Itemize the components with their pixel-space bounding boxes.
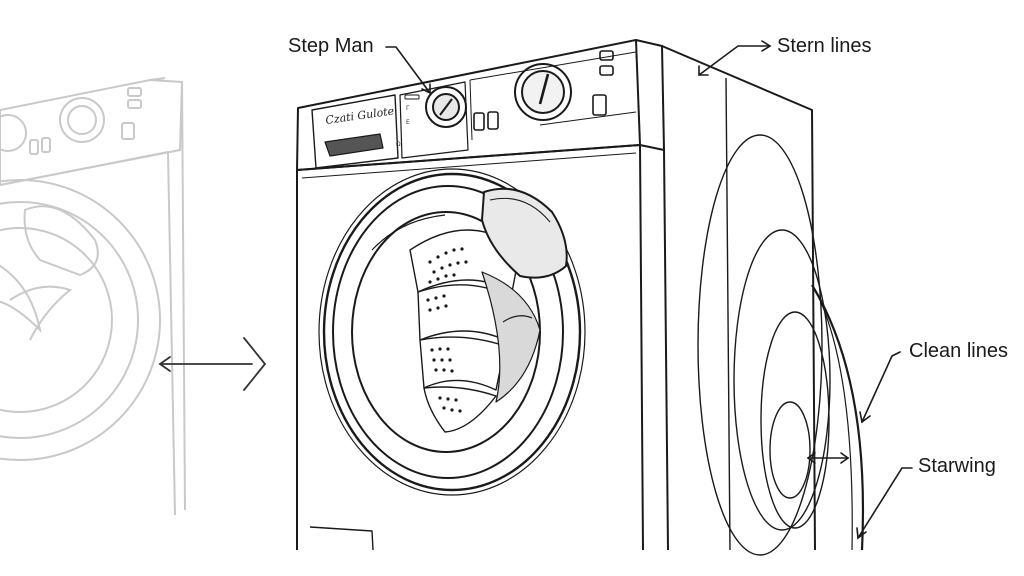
temperature-knob	[514, 63, 572, 121]
panel-buttons	[404, 50, 614, 131]
mini-label-3: Ω	[396, 141, 401, 148]
side-panel-rings	[697, 134, 865, 556]
door	[318, 168, 586, 496]
main-washing-machine	[296, 39, 865, 556]
mini-label-2: E	[406, 119, 410, 126]
program-knob	[425, 86, 467, 128]
brand-name: Czati Gulote	[325, 104, 396, 127]
machine-body	[296, 39, 816, 551]
callout-step-man: Step Man	[288, 35, 374, 57]
leader-step-man	[385, 46, 431, 95]
drum-perforations	[426, 247, 468, 413]
callout-starwing: Starwing	[918, 455, 996, 477]
callout-clean-lines: Clean lines	[909, 340, 1008, 362]
leader-starwing	[806, 452, 913, 540]
control-panel	[311, 51, 637, 169]
mini-label-1: Γ	[406, 105, 410, 112]
door-handle	[481, 187, 568, 279]
callout-stern-lines: Stern lines	[777, 35, 872, 57]
leader-stern-lines	[698, 40, 772, 76]
ghost-washing-machine	[0, 77, 186, 516]
transition-arrow	[158, 337, 267, 391]
drum	[409, 229, 541, 433]
leader-clean-lines	[859, 351, 901, 424]
callout-leaders	[385, 40, 913, 540]
